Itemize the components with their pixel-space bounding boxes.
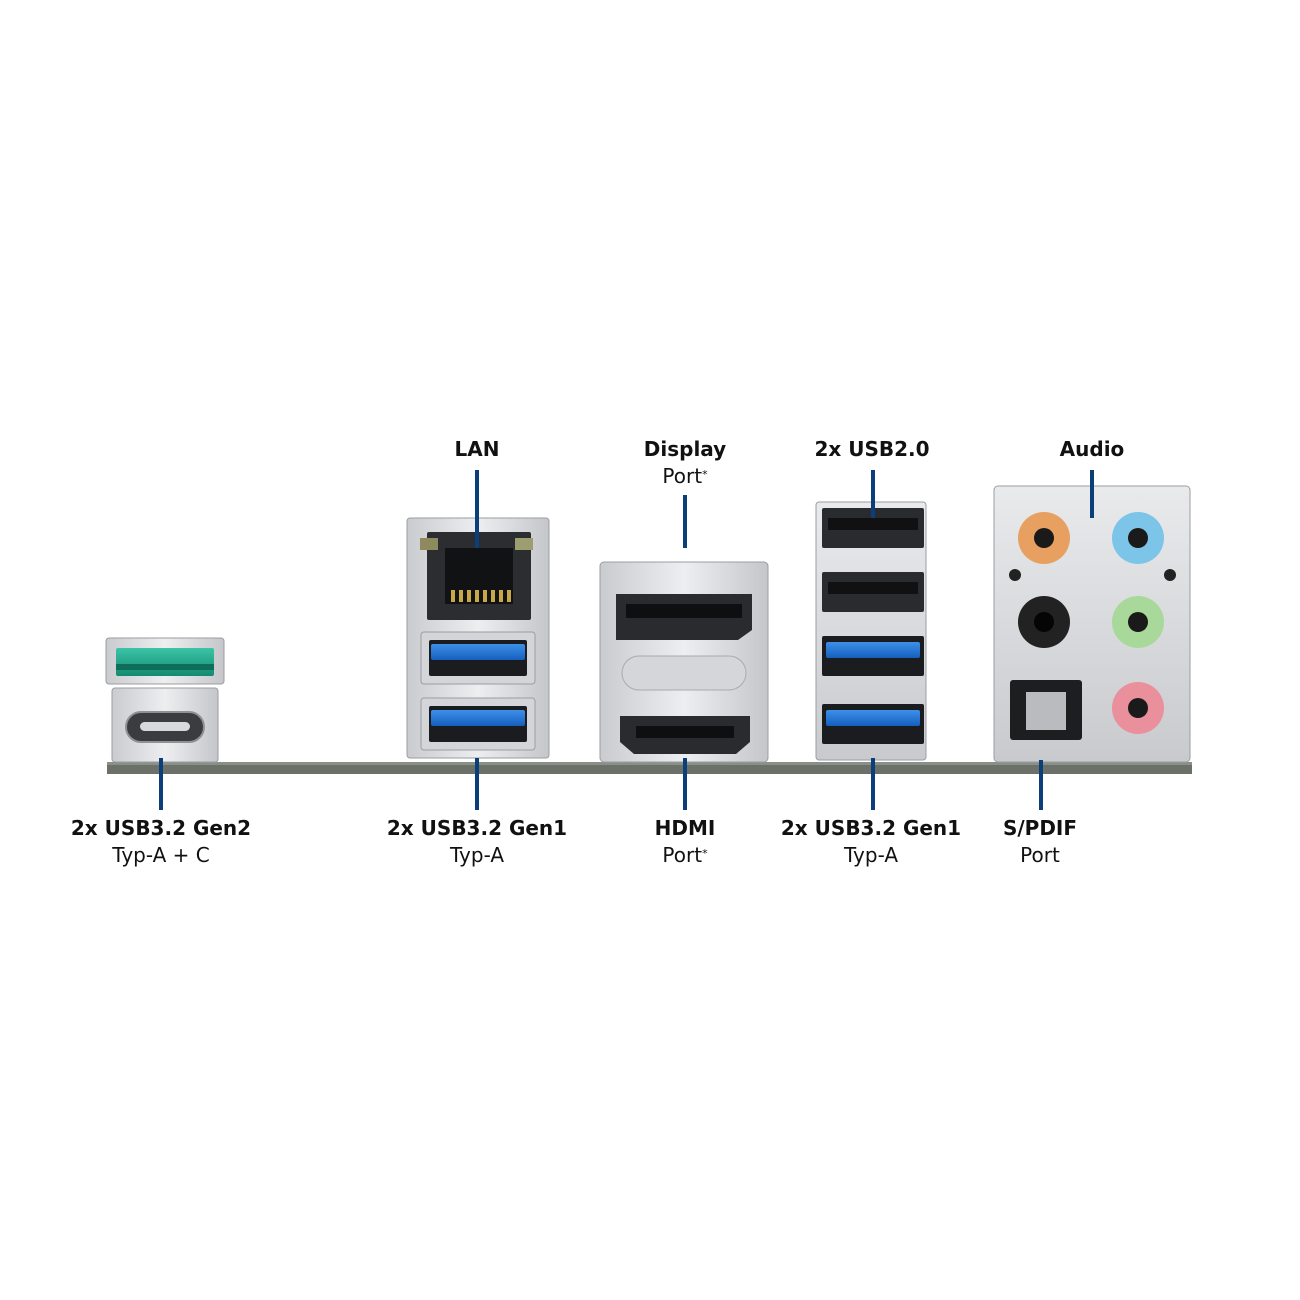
displayport-hdmi-stack — [599, 561, 769, 763]
label-hdmi: HDMI Port* — [654, 816, 716, 867]
label-lan: LAN — [454, 437, 500, 461]
label-usb32-gen2: 2x USB3.2 Gen2 Typ-A + C — [70, 816, 252, 867]
label-usb32-gen1-right: 2x USB3.2 Gen1 Typ-A — [780, 816, 962, 867]
label-displayport: Display Port* — [643, 437, 727, 488]
audio-block — [993, 485, 1191, 763]
usb32-gen2-connector — [105, 637, 225, 763]
usb-quad-stack — [815, 501, 927, 761]
label-spdif: S/PDIF Port — [1002, 816, 1078, 867]
label-usb20: 2x USB2.0 — [814, 437, 930, 461]
lan-usb-stack — [406, 517, 550, 759]
label-usb32-gen1-left: 2x USB3.2 Gen1 Typ-A — [386, 816, 568, 867]
leader-lines — [159, 470, 1094, 810]
label-audio: Audio — [1059, 437, 1125, 461]
